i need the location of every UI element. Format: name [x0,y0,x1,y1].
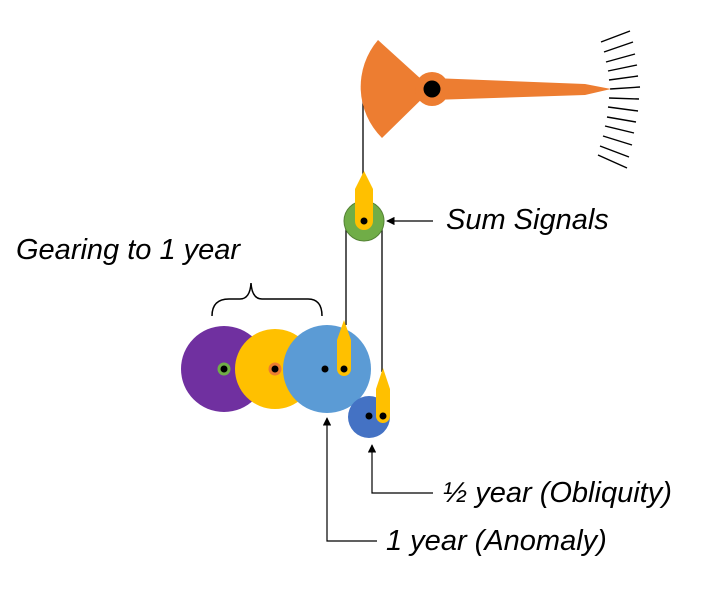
dial-scale-icon [597,30,641,169]
sum-signals-label: Sum Signals [446,204,609,236]
obliquity-pin-arrow [376,368,390,423]
gearing-label: Gearing to 1 year [16,234,241,266]
half-year-obliquity-label: ½ year (Obliquity) [443,477,672,509]
anomaly-pin-arrow [337,320,351,376]
sum-signals-gear [343,171,385,242]
curly-brace-icon [211,282,323,317]
callout-arrows [322,216,433,542]
gear-train [181,320,390,438]
dial-pointer-icon [360,40,611,138]
one-year-anomaly-label: 1 year (Anomaly) [386,525,607,557]
